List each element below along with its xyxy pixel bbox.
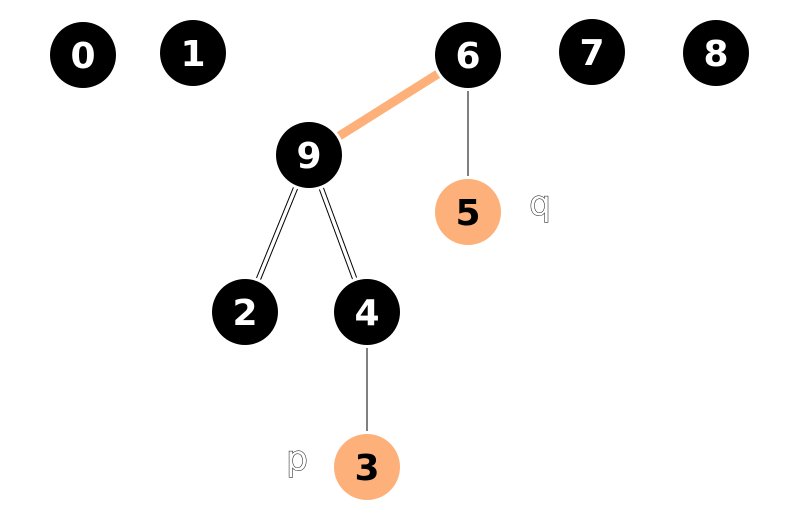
node-label: 3 (354, 448, 379, 489)
node-label: 5 (455, 193, 480, 234)
node-6: 6 (432, 19, 504, 91)
nodes-layer: 0 1 6 7 8 9 5 2 4 3 (47, 16, 752, 503)
node-label: 2 (232, 293, 257, 334)
node-label: 8 (703, 34, 728, 75)
node-9: 9 (273, 119, 345, 191)
pointer-label-q: q (529, 184, 551, 224)
node-3: 3 (331, 431, 403, 503)
node-5: 5 (432, 176, 504, 248)
node-label: 6 (455, 36, 480, 77)
node-label: 4 (354, 293, 379, 334)
edges-layer (242, 49, 472, 467)
node-label: 7 (579, 33, 604, 74)
node-label: 1 (180, 34, 205, 75)
node-8: 8 (680, 17, 752, 89)
node-label: 9 (296, 136, 321, 177)
pointer-labels-layer: qp (286, 184, 552, 480)
node-0: 0 (47, 19, 119, 91)
node-1: 1 (157, 17, 229, 89)
node-2: 2 (209, 276, 281, 348)
pointer-label-p: p (286, 439, 308, 479)
node-7: 7 (556, 16, 628, 88)
node-4: 4 (331, 276, 403, 348)
node-label: 0 (70, 36, 95, 77)
